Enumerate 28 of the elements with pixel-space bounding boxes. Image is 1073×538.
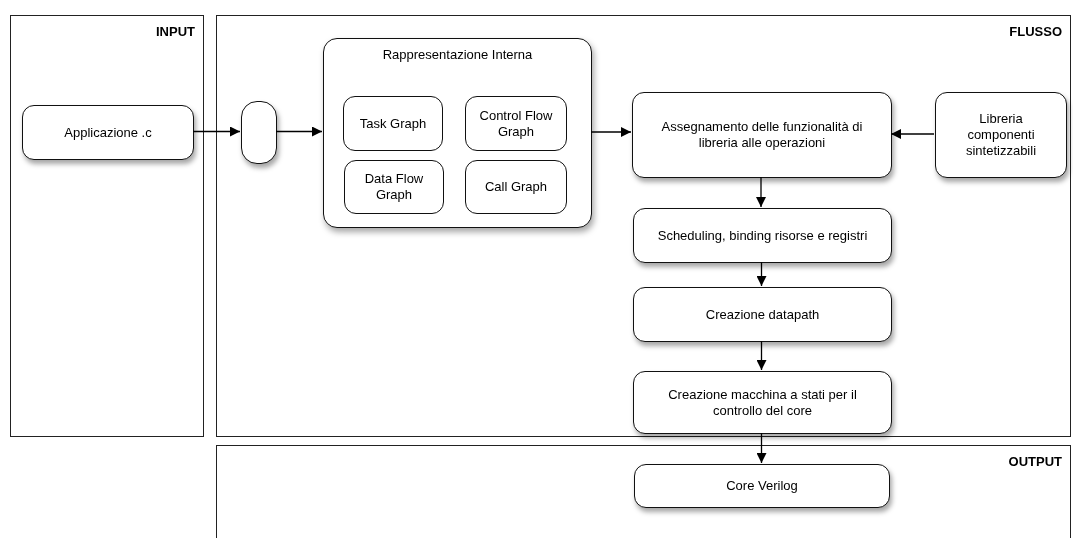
process-box: Control Flow Graph — [465, 96, 567, 151]
swimlane — [10, 15, 204, 437]
group-box — [323, 38, 592, 228]
swimlane — [216, 15, 1071, 437]
process-box: Data Flow Graph — [344, 160, 444, 214]
process-box: Scheduling, binding risorse e registri — [633, 208, 892, 263]
arrow — [890, 129, 935, 139]
group-heading: Rappresentazione Interna — [381, 47, 534, 63]
rounded-box — [241, 101, 277, 164]
process-box: Assegnamento delle funzionalità di libreria alle operazioni — [632, 92, 892, 178]
swimlane — [216, 445, 1071, 538]
arrow — [756, 261, 767, 287]
lane-title: INPUT — [156, 24, 195, 39]
process-box: Creazione macchina a stati per il controllo del core — [633, 371, 892, 434]
process-box: Call Graph — [465, 160, 567, 214]
arrow — [756, 432, 767, 464]
lane-title: OUTPUT — [1008, 454, 1062, 469]
process-box: Applicazione .c — [22, 105, 194, 160]
process-box: Task Graph — [343, 96, 443, 151]
process-box: Libreria componenti sintetizzabili — [935, 92, 1067, 178]
arrow — [275, 126, 323, 137]
arrow — [756, 340, 767, 371]
arrow — [590, 127, 632, 137]
process-box: Core Verilog — [634, 464, 890, 508]
arrow — [756, 176, 766, 208]
process-box: Creazione datapath — [633, 287, 892, 342]
lane-title: FLUSSO — [1009, 24, 1062, 39]
arrow — [192, 126, 241, 137]
